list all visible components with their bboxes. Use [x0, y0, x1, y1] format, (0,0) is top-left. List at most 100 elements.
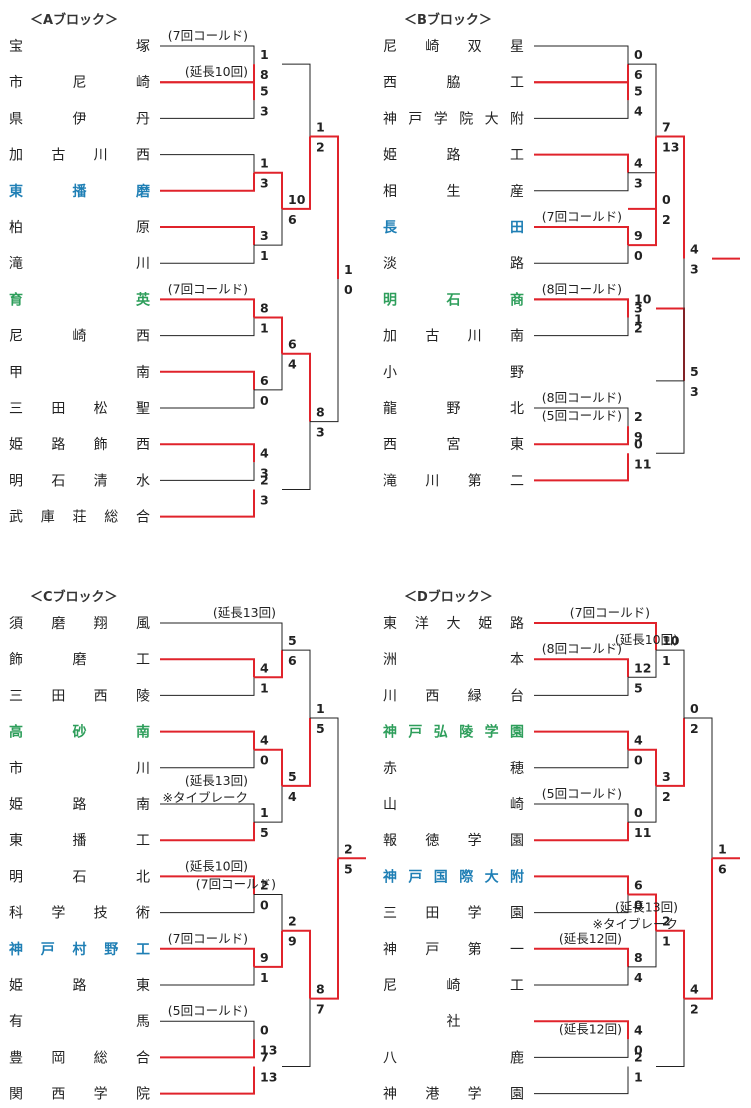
score-bottom: 3 [260, 465, 269, 480]
team-name-char: 神 [383, 942, 397, 958]
match-note: (5回コールド) [542, 786, 622, 801]
team-name-char: 路 [510, 256, 524, 272]
match-score: 06 [634, 47, 643, 82]
team-name-char: 工 [510, 75, 524, 91]
score-bottom: 7 [316, 1002, 325, 1017]
match-score: 25 [344, 841, 353, 876]
team-name-char: 岡 [51, 1050, 65, 1066]
team-name-char: 附 [510, 111, 524, 127]
bracket-line [628, 930, 657, 968]
team-name-char: 滝 [383, 473, 397, 489]
block-c: ＜Cブロック＞ [30, 589, 118, 605]
team-name-char: 三 [9, 401, 23, 417]
score-bottom: 6 [288, 653, 297, 668]
score-top: 5 [288, 769, 297, 784]
team-name: 川西緑台 [383, 688, 524, 704]
score-bottom: 5 [316, 721, 325, 736]
score-top: 9 [260, 950, 269, 965]
team-name-char: 神 [383, 868, 397, 885]
team-name-char: 播 [73, 833, 87, 849]
bracket-line [534, 81, 629, 101]
team-name-char: 神 [383, 111, 397, 127]
match-score: 32 [634, 301, 643, 336]
team-name-char: 清 [94, 473, 108, 489]
match-score: 23 [260, 472, 269, 507]
team-name-char: 報 [383, 833, 397, 849]
score-top: 2 [662, 914, 671, 929]
score-top: 4 [260, 733, 269, 748]
team-name-char: 山 [383, 797, 397, 813]
bracket-line [684, 717, 713, 859]
team-name: 加古川南 [383, 329, 524, 345]
team-name-char: 荘 [73, 510, 87, 526]
team-name: 明石清水 [9, 473, 150, 489]
team-name: 柏原 [9, 220, 150, 236]
team-name-char: 院 [459, 111, 473, 127]
bracket-line [656, 718, 685, 787]
team-name-char: 川 [94, 148, 108, 164]
match-score: 40 [634, 733, 643, 768]
team-name-char: 川 [425, 473, 439, 489]
bracket-line [160, 730, 255, 750]
match-score: 84(延長12回) [559, 931, 643, 985]
bracket-line [656, 998, 685, 1067]
score-bottom: 1 [634, 1069, 643, 1084]
team-name: 姫路南 [9, 797, 150, 813]
score-top: 10 [288, 192, 306, 207]
match-score: 011(5回コールド) [542, 786, 652, 840]
match-score: 15 [316, 701, 325, 736]
team-name-char: 川 [468, 329, 482, 345]
team-name-char: 松 [94, 401, 108, 417]
bracket-line [160, 154, 255, 173]
match-note: (7回コールド) [196, 877, 276, 892]
team-name: 姫路東 [9, 978, 150, 994]
team-name-char: 第 [468, 472, 482, 489]
bracket-line [310, 135, 339, 280]
bracket-line [628, 650, 657, 678]
score-top: 9 [634, 228, 643, 243]
bracket-line [160, 1066, 255, 1095]
bracket-line [534, 172, 629, 192]
team-name-char: 高 [9, 724, 23, 741]
score-top: 2 [344, 841, 353, 856]
score-top: 4 [260, 445, 269, 460]
score-bottom: 2 [316, 140, 325, 155]
match-score: 101(8回コールド) [542, 281, 652, 326]
team-name-char: 砂 [72, 724, 87, 741]
team-name-char: 庫 [41, 509, 55, 526]
team-name-char: 塚 [136, 39, 150, 55]
team-name-char: 尼 [73, 75, 87, 91]
team-name: 小野 [383, 365, 524, 381]
team-name-char: 豊 [9, 1050, 23, 1066]
team-name-char: 原 [136, 220, 150, 236]
team-name-char: 戸 [41, 942, 55, 958]
team-name-char: 術 [136, 906, 150, 922]
bracket-line [656, 380, 685, 454]
bracket-labels: 宝塚市尼崎県伊丹加古川西東播磨柏原滝川育英尼崎西甲南三田松聖姫路飾西明石清水武庫… [9, 28, 727, 1103]
match-score: 12 [316, 120, 325, 155]
score-bottom: 2 [662, 789, 671, 804]
team-name-char: 磨 [136, 183, 151, 200]
score-bottom: 0 [634, 898, 643, 913]
team-name-char: 戸 [408, 869, 422, 885]
team-name-char: 港 [425, 1087, 439, 1103]
team-name: 滝川 [9, 256, 150, 272]
score-bottom: 1 [260, 970, 269, 985]
match-score: 125(8回コールド) [542, 641, 652, 695]
team-name-char: 技 [94, 906, 108, 922]
score-bottom: 13 [662, 140, 679, 155]
match-score: 83 [316, 405, 325, 440]
bracket-line [160, 1039, 255, 1059]
score-top: 10 [634, 291, 652, 306]
bracket-line [684, 858, 713, 1000]
match-score: 29(8回コールド) [542, 390, 643, 444]
bracket-line [282, 649, 311, 719]
match-score: 43 [690, 242, 699, 277]
match-note: (延長10回) [185, 858, 248, 873]
match-score: 29(7回コールド) [196, 877, 297, 949]
score-top: 0 [634, 436, 643, 451]
team-name-char: 古 [425, 329, 439, 345]
score-top: 6 [634, 878, 643, 893]
team-name: 龍野北 [383, 400, 524, 417]
team-name-char: 科 [9, 906, 23, 922]
